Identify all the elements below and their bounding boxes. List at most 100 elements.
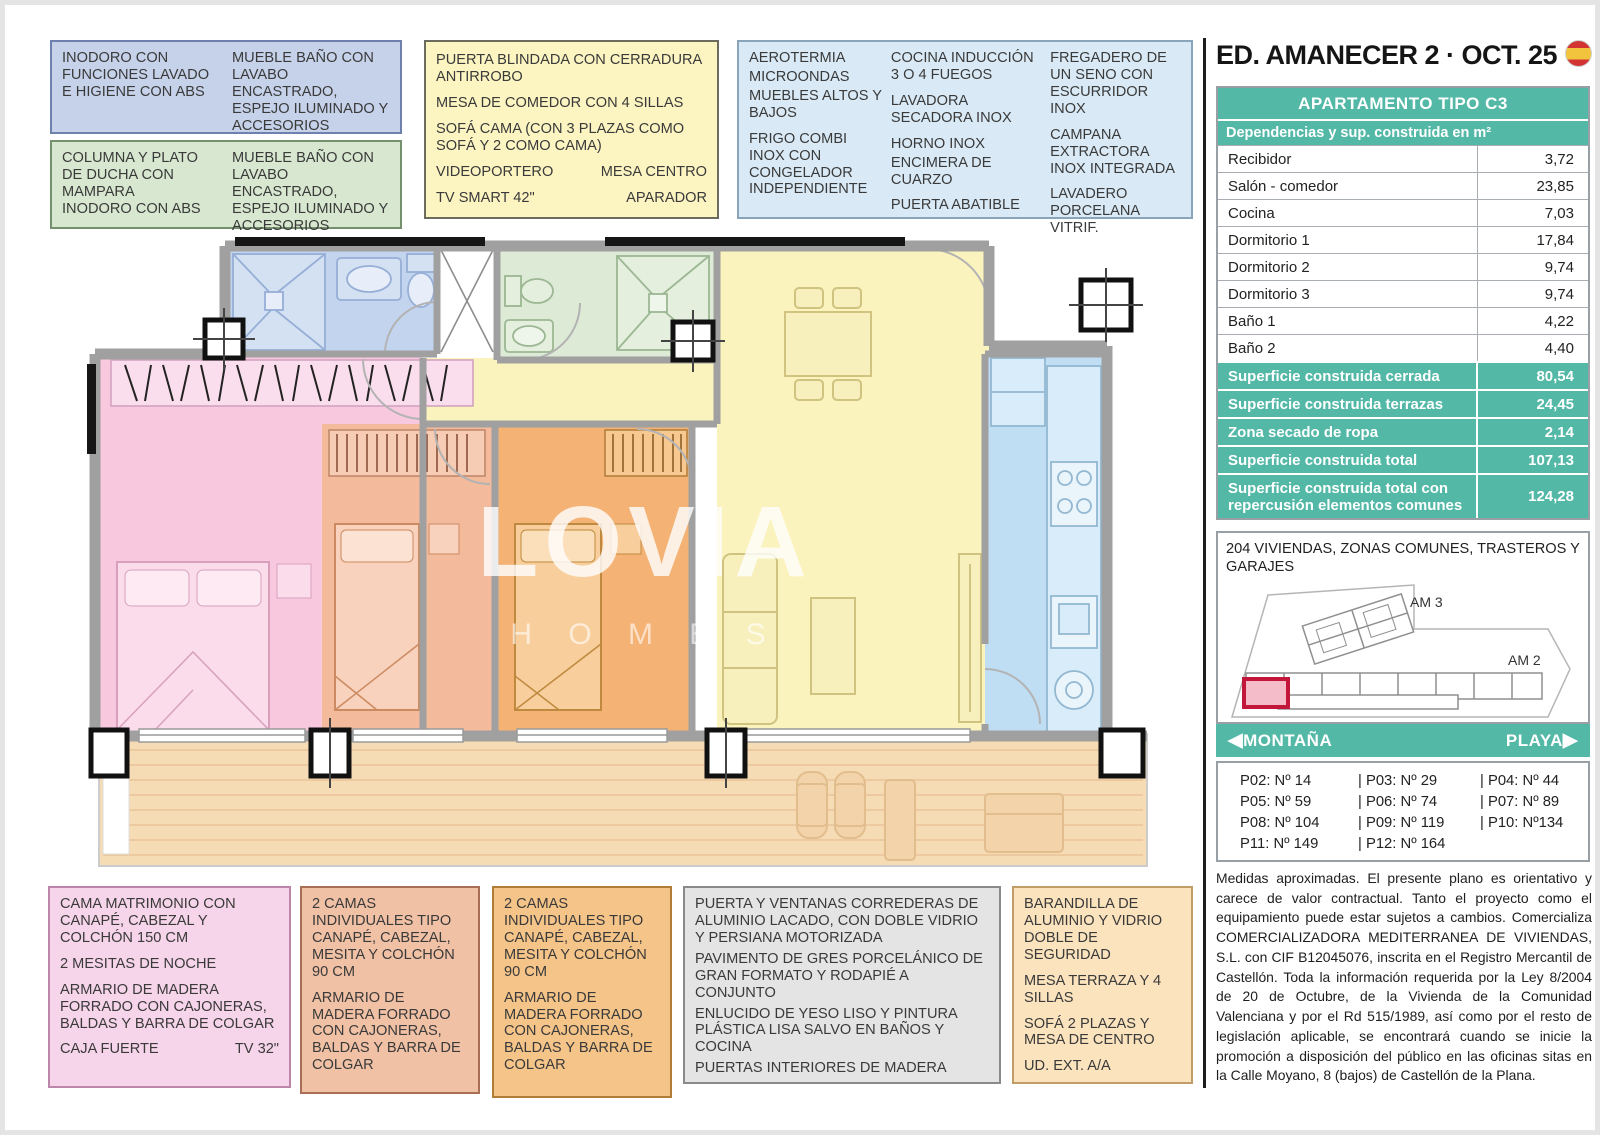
page-title: ED. AMANECER 2 · OCT. 25 — [1216, 40, 1593, 71]
nightstand-icon — [610, 523, 642, 555]
finishes-item: PUERTAS INTERIORES DE MADERA — [695, 1060, 947, 1077]
table-row: Recibidor 3,72 — [1218, 145, 1588, 172]
row-value: 23,85 — [1477, 173, 1588, 199]
floor-row: P02: Nº 14| P03: Nº 29| P04: Nº 44 — [1240, 771, 1582, 792]
label-box-bathroom-1: INODORO CON FUNCIONES LAVADO E HIGIENE C… — [50, 40, 402, 134]
terrace-item: BARANDILLA DE ALUMINIO Y VIDRIO DOBLE DE… — [1024, 896, 1163, 963]
row-label: Baño 1 — [1228, 312, 1276, 330]
row-value: 9,74 — [1477, 281, 1588, 307]
living-item: TV SMART 42" — [436, 189, 535, 206]
bathroom1-fixtures — [232, 253, 436, 351]
floor-cell: | P03: Nº 29 — [1358, 773, 1438, 789]
kitchen-item: LAVADERO PORCELANA VITRIF. — [1050, 186, 1140, 237]
floor-cell: | P04: Nº 44 — [1480, 773, 1560, 789]
row-label: Dormitorio 3 — [1228, 285, 1310, 303]
building-am2 — [1245, 672, 1543, 710]
row-value: 2,14 — [1476, 419, 1588, 445]
kitchen-item: MUEBLES ALTOS Y BAJOS — [749, 87, 882, 121]
vestibule-shaft — [440, 249, 494, 353]
kitchen-item: CAMPANA EXTRACTORA INOX INTEGRADA — [1050, 126, 1175, 177]
areas-table-title: APARTAMENTO TIPO C3 — [1218, 88, 1588, 121]
floor-cell — [1480, 834, 1582, 855]
table-summary-row: Superficie construida cerrada 80,54 — [1218, 361, 1588, 389]
direction-right-label: PLAYA — [1505, 731, 1563, 750]
bedroom3-furniture — [514, 429, 688, 711]
arrow-right-icon: ▶ — [1562, 730, 1578, 751]
arrow-left-icon: ◀ — [1228, 730, 1244, 751]
living-item: MESA CENTRO — [600, 163, 707, 180]
terrace-item: SOFÁ 2 PLAZAS Y MESA DE CENTRO — [1024, 1015, 1155, 1049]
living-furniture — [722, 287, 982, 725]
master-item: CAJA FUERTE — [60, 1041, 159, 1058]
floor-cell: | P09: Nº 119 — [1358, 815, 1445, 831]
label-box-bedroom-2: 2 CAMAS INDIVIDUALES TIPO CANAPÉ, CABEZA… — [300, 886, 480, 1094]
row-value: 3,72 — [1477, 146, 1588, 172]
page-title-text: ED. AMANECER 2 · OCT. 25 — [1216, 40, 1558, 70]
living-item: VIDEOPORTERO — [436, 163, 554, 180]
bath2-left-text-1: COLUMNA Y PLATO DE DUCHA CON MAMPARA — [62, 150, 198, 200]
row-value: 107,13 — [1476, 447, 1588, 473]
finishes-item: PUERTA Y VENTANAS CORREDERAS DE ALUMINIO… — [695, 896, 979, 946]
master-item: CAMA MATRIMONIO CON CANAPÉ, CABEZAL Y CO… — [60, 896, 236, 946]
living-item: PUERTA BLINDADA CON CERRADURA ANTIRROBO — [436, 52, 702, 85]
panel-divider — [1203, 38, 1206, 1088]
floor-cell: | P12: Nº 164 — [1358, 836, 1446, 852]
nightstand-icon — [428, 523, 460, 555]
direction-bar: ◀MONTAÑA PLAYA▶ — [1216, 724, 1590, 757]
legal-disclaimer: Medidas aproximadas. El presente plano e… — [1216, 870, 1592, 1084]
ac-unit — [102, 775, 130, 855]
hob-icon — [1050, 461, 1098, 527]
floor-cell: | P07: Nº 89 — [1480, 794, 1560, 810]
row-value: 4,40 — [1477, 335, 1588, 361]
washer-icon — [1054, 670, 1094, 710]
row-label: Recibidor — [1228, 150, 1292, 168]
bath1-right-text: MUEBLE BAÑO CON LAVABO ENCASTRADO, ESPEJ… — [232, 50, 388, 134]
finishes-item: PAVIMENTO DE GRES PORCELÁNICO DE GRAN FO… — [695, 950, 983, 1001]
floor-plan: LOVIA H O M E S — [87, 237, 1148, 867]
label-box-bathroom-2: COLUMNA Y PLATO DE DUCHA CON MAMPARA INO… — [50, 140, 402, 234]
nightstand-icon — [276, 563, 312, 599]
table-row: Dormitorio 3 9,74 — [1218, 280, 1588, 307]
floor-row: P05: Nº 59| P06: Nº 74| P07: Nº 89 — [1240, 792, 1582, 813]
row-label: Superficie construida total con repercus… — [1228, 479, 1463, 514]
master-furniture — [110, 359, 474, 733]
kitchen-fixtures — [990, 357, 1102, 733]
bath2-left-text-2: INODORO CON ABS — [62, 200, 201, 217]
kitchen-item: MICROONDAS — [749, 68, 850, 85]
sofa-icon — [722, 553, 778, 725]
terrace-furniture — [796, 771, 1064, 861]
label-box-finishes: PUERTA Y VENTANAS CORREDERAS DE ALUMINIO… — [683, 886, 1001, 1084]
highlighted-unit — [1242, 677, 1290, 709]
building-am3 — [1301, 592, 1415, 666]
dining-table-icon — [784, 311, 872, 377]
row-label: Superficie construida terrazas — [1228, 395, 1444, 413]
row-label: Superficie construida cerrada — [1228, 367, 1440, 385]
areas-table-subtitle: Dependencias y sup. construida en m² — [1218, 121, 1588, 145]
terrace — [98, 733, 1148, 867]
label-box-terrace: BARANDILLA DE ALUMINIO Y VIDRIO DOBLE DE… — [1012, 886, 1193, 1084]
row-label: Dormitorio 1 — [1228, 231, 1310, 249]
row-value: 9,74 — [1477, 254, 1588, 280]
terrace-item: UD. EXT. A/A — [1024, 1058, 1111, 1075]
kitchen-item: ENCIMERA DE CUARZO — [890, 154, 992, 188]
direction-left-label: MONTAÑA — [1243, 731, 1333, 750]
watermark-line2: H O M E S — [510, 618, 779, 651]
living-item: APARADOR — [626, 189, 707, 206]
row-value: 80,54 — [1476, 363, 1588, 389]
bath1-left-text: INODORO CON FUNCIONES LAVADO E HIGIENE C… — [62, 50, 210, 100]
floor-cell: P08: Nº 104 — [1240, 815, 1320, 831]
site-plan: 204 VIVIENDAS, ZONAS COMUNES, TRASTEROS … — [1216, 531, 1590, 724]
bedroom2-furniture — [328, 429, 486, 711]
kitchen-item: AEROTERMIA — [749, 50, 846, 66]
kitchen-item: HORNO INOX — [890, 135, 985, 152]
site-plan-drawing: AM 3 AM 2 — [1230, 584, 1571, 718]
label-box-bedroom-3: 2 CAMAS INDIVIDUALES TIPO CANAPÉ, CABEZA… — [492, 886, 672, 1098]
watermark: LOVIA H O M E S — [477, 486, 807, 651]
